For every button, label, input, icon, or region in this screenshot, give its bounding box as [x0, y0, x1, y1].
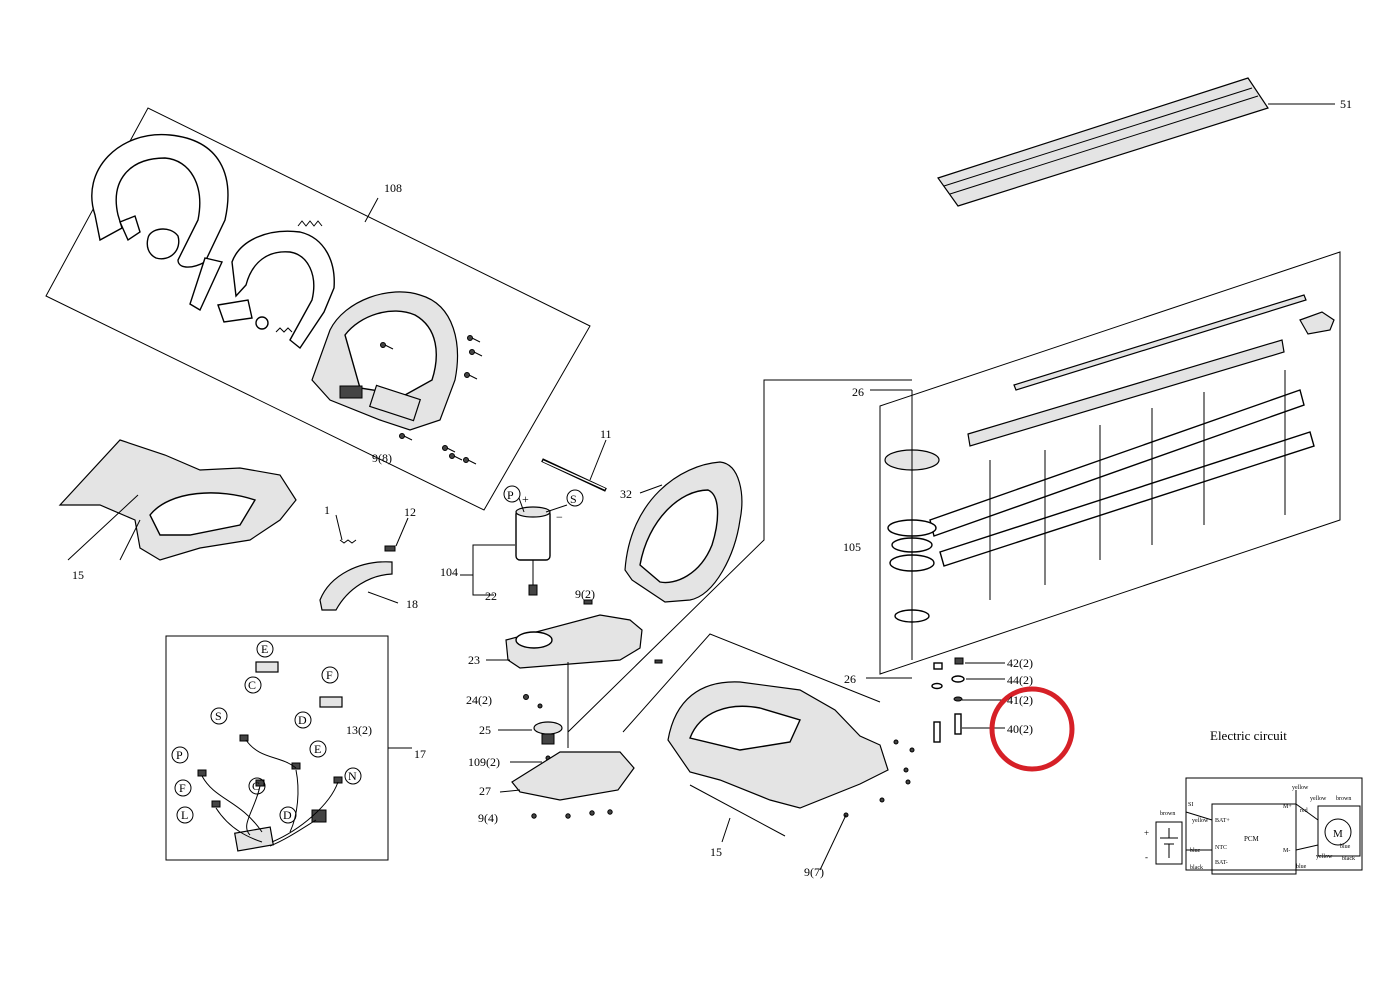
wire-black-right: black — [1342, 856, 1355, 862]
wire-brown-left: brown — [1160, 811, 1175, 817]
circuit-plus: + — [1144, 828, 1149, 838]
label-13-2: 13(2) — [346, 723, 372, 737]
circuit-minus: - — [1145, 852, 1148, 862]
wiring-harness-panel-17 — [165, 635, 412, 861]
label-104: 104 — [440, 565, 458, 579]
circuit-m-plus: M+ — [1283, 804, 1292, 810]
wire-yellow-top: yellow — [1292, 785, 1309, 791]
label-27: 27 — [479, 784, 491, 798]
label-11: 11 — [600, 427, 612, 441]
wire-blue-right: blue — [1296, 864, 1307, 870]
marker-minus: − — [556, 510, 563, 524]
wire-yellow-right: yellow — [1310, 796, 1327, 802]
wire-yellow-left: yellow — [1192, 818, 1209, 824]
wire-blue-motor: blue — [1340, 844, 1351, 850]
label-51: 51 — [1340, 97, 1352, 111]
wiring-callouts: E C F D S P E F C D N L — [171, 640, 362, 824]
label-25: 25 — [479, 723, 491, 737]
callout-s: S — [215, 709, 222, 723]
housing-half-15-left — [58, 439, 297, 561]
highlight-circle — [989, 686, 1075, 772]
callout-e2: E — [314, 742, 321, 756]
callout-f1: F — [326, 668, 333, 682]
circuit-pcm: PCM — [1244, 835, 1260, 843]
label-1: 1 — [324, 503, 330, 517]
label-40-2: 40(2) — [1007, 722, 1033, 736]
label-17: 17 — [414, 747, 426, 761]
label-22: 22 — [485, 589, 497, 603]
guard-32 — [624, 461, 743, 603]
label-26-bottom: 26 — [844, 672, 856, 686]
circuit-ntc: NTC — [1215, 845, 1227, 851]
wire-brown-right: brown — [1336, 796, 1351, 802]
callout-c2: C — [252, 779, 260, 793]
electric-circuit-schematic — [1155, 777, 1363, 875]
handle-assembly-panel — [45, 107, 591, 511]
wire-yellow-bottom: yellow — [1316, 854, 1333, 860]
label-24-2: 24(2) — [466, 693, 492, 707]
wire-black-left: black — [1190, 865, 1203, 871]
circuit-m-minus: M- — [1283, 848, 1290, 854]
label-15-right: 15 — [710, 845, 722, 859]
wire-blue-left: blue — [1190, 848, 1201, 854]
marker-p: P — [507, 488, 514, 502]
motor-104 — [460, 497, 568, 596]
label-12: 12 — [404, 505, 416, 519]
callout-n: N — [348, 769, 357, 783]
callout-c1: C — [248, 678, 256, 692]
part-labels: 108 51 11 32 26 26 105 9(8) 15 15 1 12 1… — [72, 97, 1352, 879]
label-41-2: 41(2) — [1007, 693, 1033, 707]
label-105: 105 — [843, 540, 861, 554]
housing-half-15-right — [622, 633, 915, 871]
gearbox-assembly — [486, 599, 663, 819]
callout-d1: D — [298, 713, 307, 727]
label-15-left: 15 — [72, 568, 84, 582]
label-44-2: 44(2) — [1007, 673, 1033, 687]
circuit-labels: Electric circuit PCM BAT+ NTC BAT- M+ M-… — [1144, 728, 1355, 871]
callout-d2: D — [283, 808, 292, 822]
label-42-2: 42(2) — [1007, 656, 1033, 670]
screw-set-9-8 — [380, 335, 483, 465]
hardware-40-44 — [931, 657, 1005, 743]
label-109-2: 109(2) — [468, 755, 500, 769]
gear-connector-lines — [567, 379, 912, 748]
label-23: 23 — [468, 653, 480, 667]
label-9-4: 9(4) — [478, 811, 498, 825]
blade-cover-51 — [937, 77, 1335, 207]
label-32: 32 — [620, 487, 632, 501]
rod-11 — [541, 439, 607, 492]
marker-plus: + — [522, 492, 529, 506]
label-9-8: 9(8) — [372, 451, 392, 465]
label-108: 108 — [384, 181, 402, 195]
circuit-title: Electric circuit — [1210, 728, 1287, 743]
label-26-top: 26 — [852, 385, 864, 399]
motor-terminal-markers: P S + − — [503, 485, 584, 524]
circuit-bat-plus: BAT+ — [1215, 818, 1230, 824]
circuit-si: SI — [1188, 802, 1193, 808]
label-9-2: 9(2) — [575, 587, 595, 601]
callout-l: L — [181, 808, 188, 822]
callout-p: P — [176, 748, 183, 762]
callout-e1: E — [261, 642, 268, 656]
callout-f2: F — [179, 781, 186, 795]
wire-red-right: red — [1300, 808, 1308, 814]
marker-s: S — [570, 492, 577, 506]
circuit-bat-minus: BAT- — [1215, 860, 1228, 866]
trigger-parts — [319, 514, 409, 611]
label-9-7: 9(7) — [804, 865, 824, 879]
circuit-motor: M — [1333, 828, 1343, 840]
blade-assembly-panel — [879, 251, 1341, 675]
label-18: 18 — [406, 597, 418, 611]
